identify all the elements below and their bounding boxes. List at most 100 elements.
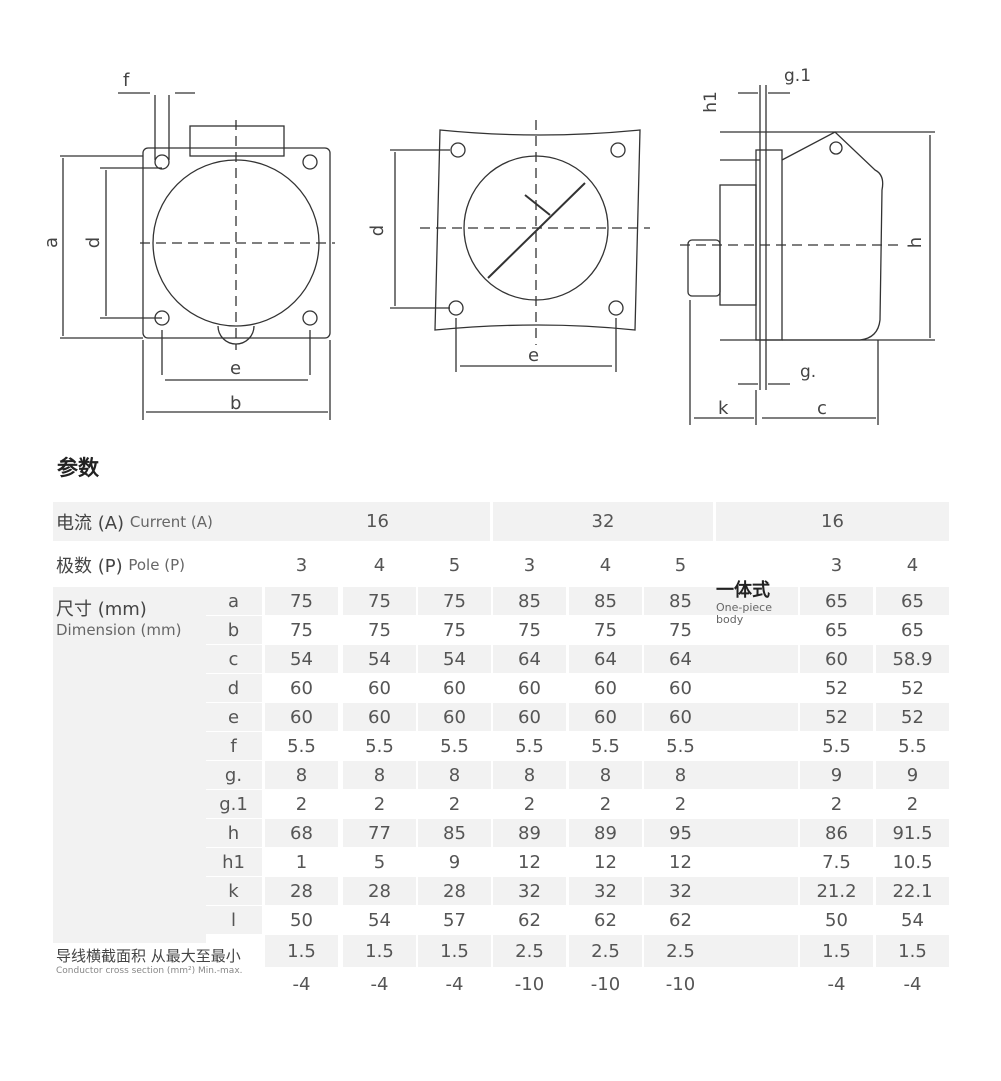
pole-cn: 极数 (P) [56, 556, 123, 577]
cell-value: 12 [518, 851, 541, 873]
conductor-max: -4 [292, 973, 311, 995]
dimension-drawings [60, 85, 935, 425]
onepiece-spacer [716, 732, 798, 760]
cell-value: 60 [669, 677, 692, 699]
label-e: e [230, 358, 242, 379]
cell-value: 75 [265, 587, 338, 615]
row-key: l [205, 906, 262, 934]
cell-value: 52 [800, 703, 873, 731]
section-title: 参数 [57, 456, 99, 480]
cell-value: 89 [569, 819, 642, 847]
row-key: k [205, 877, 262, 905]
cell-value: 75 [343, 587, 416, 615]
cell-value: 60 [569, 703, 642, 731]
cell-value: 8 [493, 761, 566, 789]
onepiece-spacer [716, 645, 798, 673]
label-h: h [905, 236, 927, 249]
row-key: g. [205, 761, 262, 789]
cell-value: 77 [343, 819, 416, 847]
cell-value: 2 [523, 793, 536, 815]
conductor-max: -10 [665, 973, 696, 995]
cell-value: 21.2 [800, 877, 873, 905]
cell-value: 75 [368, 619, 391, 641]
cell-value: 8 [418, 761, 491, 789]
row-key: h1 [205, 848, 262, 876]
cell-value: 5.5 [365, 735, 394, 757]
cell-value: 65 [825, 619, 848, 641]
onepiece-spacer [716, 790, 798, 818]
cell-value: 60 [594, 677, 617, 699]
cell-value: 5.5 [440, 735, 469, 757]
conductor-min: 1.5 [800, 935, 873, 967]
cell-value: 60 [493, 703, 566, 731]
cell-value: 95 [644, 819, 717, 847]
cell-value: 75 [518, 619, 541, 641]
conductor-min: 1.5 [418, 935, 491, 967]
label-k: k [718, 398, 729, 419]
cell-value: 75 [290, 619, 313, 641]
cell-value: 32 [644, 877, 717, 905]
label-f: f [123, 70, 130, 91]
cell-value: 2 [373, 793, 386, 815]
cell-value: 9 [876, 761, 949, 789]
cell-value: 28 [418, 877, 491, 905]
pole-value: 3 [295, 554, 308, 576]
onepiece-spacer [716, 877, 798, 905]
pole-value: 4 [906, 554, 919, 576]
cell-value: 50 [290, 909, 313, 931]
conductor-en: Conductor cross section (mm²) Min.-max. [56, 966, 243, 976]
cell-value: 54 [901, 909, 924, 931]
row-key: c [205, 645, 262, 673]
cell-value: 5.5 [287, 735, 316, 757]
cell-value: 60 [290, 677, 313, 699]
cell-value: 9 [448, 851, 461, 873]
pole-value: 4 [373, 554, 386, 576]
label-h1: h1 [700, 91, 721, 113]
conductor-max: -4 [903, 973, 922, 995]
cell-value: 32 [569, 877, 642, 905]
cell-value: 54 [343, 645, 416, 673]
cell-value: 12 [594, 851, 617, 873]
conductor-min: 2.5 [493, 935, 566, 967]
onepiece-spacer [716, 674, 798, 702]
cell-value: 8 [265, 761, 338, 789]
row-key: h [205, 819, 262, 847]
cell-value: 60 [443, 677, 466, 699]
cell-value: 60 [418, 703, 491, 731]
cell-value: 52 [876, 703, 949, 731]
cell-value: 1 [295, 851, 308, 873]
cell-value: 85 [569, 587, 642, 615]
cell-value: 54 [418, 645, 491, 673]
cell-value: 22.1 [876, 877, 949, 905]
conductor-cn: 导线横截面积 从最大至最小 [56, 947, 241, 965]
label-c: c [817, 398, 827, 419]
cell-value: 57 [443, 909, 466, 931]
pole-value: 3 [830, 554, 843, 576]
cell-value: 52 [825, 677, 848, 699]
conductor-max: -4 [445, 973, 464, 995]
cell-value: 60 [644, 703, 717, 731]
cell-value: 85 [418, 819, 491, 847]
cell-value: 7.5 [822, 851, 851, 873]
onepiece-spacer [716, 906, 798, 934]
label-b: b [230, 393, 242, 414]
cell-value: 9 [800, 761, 873, 789]
pole-en: Pole (P) [128, 556, 185, 574]
cell-value: 8 [343, 761, 416, 789]
cutout-view-drawing [390, 120, 650, 372]
cell-value: 62 [669, 909, 692, 931]
cell-value: 89 [493, 819, 566, 847]
cell-value: 75 [594, 619, 617, 641]
cell-value: 62 [594, 909, 617, 931]
conductor-max: -4 [370, 973, 389, 995]
row-key: d [205, 674, 262, 702]
label-a: a [41, 236, 63, 249]
cell-value: 2 [295, 793, 308, 815]
cell-value: 65 [901, 619, 924, 641]
cell-value: 10.5 [892, 851, 933, 873]
cell-value: 60 [265, 703, 338, 731]
cell-value: 64 [644, 645, 717, 673]
